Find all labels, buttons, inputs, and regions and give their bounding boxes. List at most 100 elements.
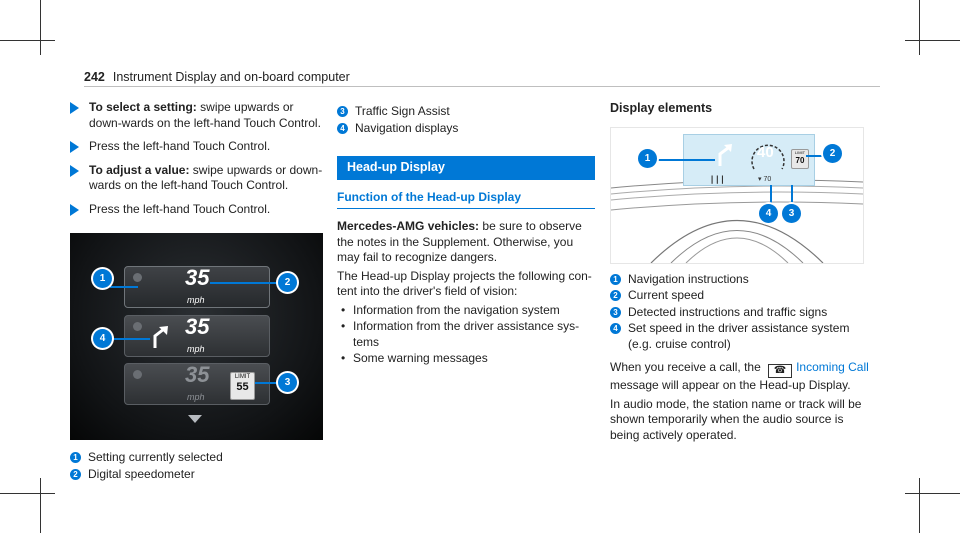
display-elements-title: Display elements: [610, 101, 713, 115]
current-speed: 40: [757, 143, 774, 161]
speed-limit-sign: LIMIT 55: [230, 372, 255, 400]
instruction-step: To adjust a value: swipe upwards or down…: [70, 163, 325, 194]
limit-value: 55: [236, 381, 249, 393]
call-paragraph: When you receive a call, the ☎Incoming C…: [610, 360, 870, 394]
legend-number: 2: [610, 290, 621, 301]
call-text: message will appear on the Head-up Displ…: [610, 378, 851, 392]
step-text: Press the left-hand Touch Control.: [89, 201, 271, 216]
phone-icon: ☎: [768, 364, 793, 378]
setting-tile-traffic-sign: 35 mph LIMIT 55: [124, 363, 270, 405]
header-divider: [84, 86, 880, 87]
callout-line: [110, 286, 138, 288]
turn-arrow-icon: [718, 143, 732, 166]
tile-speed: 35: [185, 362, 210, 387]
step-text: Press the left-hand Touch Control.: [89, 139, 271, 153]
step-bold-label: To adjust a value:: [89, 162, 190, 177]
scroll-down-icon: [188, 415, 202, 423]
section-title: Head-up Display: [337, 156, 595, 180]
step-arrow-icon: [70, 102, 79, 114]
crop-mark: [919, 0, 920, 55]
lane-indicator: ┃┃┃: [710, 176, 726, 184]
call-text: When you receive a call, the: [610, 360, 761, 374]
audio-paragraph: In audio mode, the station name or track…: [610, 396, 862, 442]
hud-figure: 40 ▾ 70 LIMIT 70 ┃┃┃ 1 2 4 3: [610, 126, 864, 264]
instruction-step: Press the left-hand Touch Control.: [70, 139, 325, 155]
step-text: swipe upwards or down-wards on the left-…: [89, 100, 321, 130]
crop-mark: [40, 0, 41, 55]
callout-line: [255, 382, 287, 384]
tile-speed: 35: [185, 314, 210, 339]
selection-dot-icon: [133, 370, 142, 379]
subsection-title: Function of the Head-up Display: [337, 190, 595, 209]
legend-item: 3 Detected instructions and traffic signs: [610, 305, 870, 321]
intro-text: be sure to observe the notes in the Supp…: [337, 219, 582, 264]
instruction-step: Press the left-hand Touch Control.: [70, 202, 325, 218]
chapter-title: Instrument Display and on-board computer: [112, 70, 350, 84]
limit-label: LIMIT: [234, 374, 251, 380]
legend-number: 2: [70, 468, 81, 480]
callout-badge: 2: [823, 143, 842, 163]
page-header: 242 Instrument Display and on-board comp…: [84, 70, 880, 84]
callout-badge: 1: [638, 148, 657, 168]
legend-item: 1 Setting currently selected: [70, 450, 325, 466]
step-arrow-icon: [70, 203, 79, 216]
right-column: Display elements 40 ▾ 70 L: [610, 101, 870, 446]
legend-number: 1: [70, 452, 81, 463]
setting-tile-selected: 35 mph: [124, 266, 270, 308]
callout-line: [653, 158, 715, 161]
legend-item: 4 Set speed in the driver assistance syst…: [610, 321, 870, 352]
legend-text: Digital speedometer: [88, 466, 195, 481]
legend-number: 3: [337, 106, 348, 117]
callout-line: [110, 338, 150, 340]
crop-mark: [905, 493, 960, 494]
callout-line: [210, 282, 287, 284]
legend-item: 1 Navigation instructions: [610, 272, 870, 288]
callout-badge: 4: [759, 203, 778, 223]
limit-value: 70: [795, 155, 805, 165]
incoming-call-label: Incoming Call: [796, 360, 869, 374]
tile-unit: mph: [187, 295, 205, 305]
legend-number: 3: [610, 306, 621, 318]
step-text: swipe upwards or down-wards on the left-…: [89, 162, 323, 193]
step-arrow-icon: [70, 141, 79, 153]
legend-item: 3 Traffic Sign Assist: [337, 104, 595, 120]
selection-dot-icon: [133, 273, 142, 282]
callout-badge: 3: [278, 373, 297, 392]
speed-limit-sign: LIMIT 70: [791, 148, 809, 169]
crop-mark: [0, 40, 55, 41]
crop-mark: [905, 40, 960, 41]
legend-text: Setting currently selected: [88, 450, 223, 464]
legend-item: 2 Digital speedometer: [70, 467, 325, 483]
instruction-step: To select a setting: swipe upwards or do…: [70, 100, 325, 131]
callout-line: [770, 184, 772, 211]
selection-dot-icon: [133, 322, 142, 331]
set-speed-icon: ▾: [758, 175, 762, 183]
body-paragraph: The Head-up Display projects the followi…: [337, 268, 592, 299]
callout-badge: 3: [782, 203, 801, 223]
head-up-menu-figure: 35 mph 35 mph 35 mph LIMIT 55 1 2 4: [70, 233, 323, 440]
legend-number: 1: [610, 273, 621, 285]
callout-line: [806, 154, 833, 157]
callout-line: [791, 184, 793, 211]
legend-text: Set speed in the driver assistance syste…: [628, 321, 850, 351]
legend-number: 4: [610, 323, 621, 334]
legend-text: Detected instructions and traffic signs: [628, 304, 828, 319]
crop-mark: [0, 493, 55, 494]
step-bold-label: To select a setting:: [89, 100, 197, 114]
callout-badge: 1: [93, 269, 112, 288]
legend-text: Navigation instructions: [628, 271, 749, 286]
turn-arrow-icon: [153, 326, 168, 348]
set-speed: ▾ 70: [758, 172, 771, 188]
list-item: Information from the driver assistance s…: [337, 319, 595, 350]
setting-tile-navigation: 35 mph: [124, 315, 270, 357]
intro-paragraph: Mercedes-AMG vehicles: be sure to observ…: [337, 219, 595, 266]
legend-number: 4: [337, 122, 348, 134]
speed-arc-icon: [751, 144, 785, 169]
legend-text: Traffic Sign Assist: [355, 104, 450, 118]
step-arrow-icon: [70, 164, 79, 177]
page-number: 242: [84, 70, 105, 84]
tile-unit: mph: [187, 392, 205, 402]
